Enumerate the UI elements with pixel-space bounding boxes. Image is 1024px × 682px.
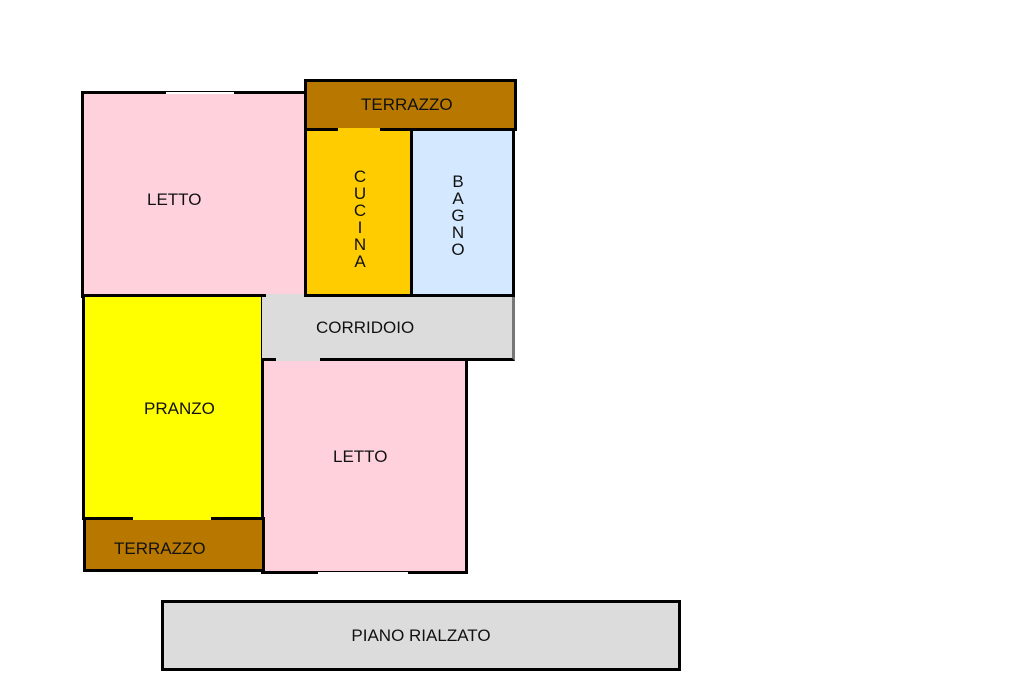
doorway (276, 358, 320, 361)
doorway (133, 517, 211, 520)
room-letto-bottom: LETTO (261, 358, 468, 574)
room-letto-top: LETTO (81, 91, 307, 298)
room-label: CORRIDOIO (316, 318, 415, 337)
room-label: LETTO (333, 447, 388, 466)
room-label: LETTO (147, 190, 202, 209)
room-cucina: CUCINA (304, 127, 413, 297)
room-label: TERRAZZO (114, 539, 206, 558)
room-label: TERRAZZO (361, 95, 453, 114)
room-label: PRANZO (144, 399, 215, 418)
floor-label: PIANO RIALZATO (351, 625, 491, 645)
room-terrazzo-top: TERRAZZO (304, 79, 517, 131)
room-pranzo: PRANZO (82, 294, 264, 520)
doorway (338, 128, 380, 131)
room-bagno: BAGNO (410, 127, 515, 297)
floor-label-box: PIANO RIALZATO (161, 600, 681, 671)
room-label: CUCINA (353, 167, 367, 271)
window (166, 92, 234, 94)
room-label: BAGNO (451, 172, 465, 259)
room-terrazzo-bottom: TERRAZZO (83, 517, 265, 572)
window (318, 572, 408, 574)
room-corridoio: CORRIDOIO (262, 294, 515, 361)
